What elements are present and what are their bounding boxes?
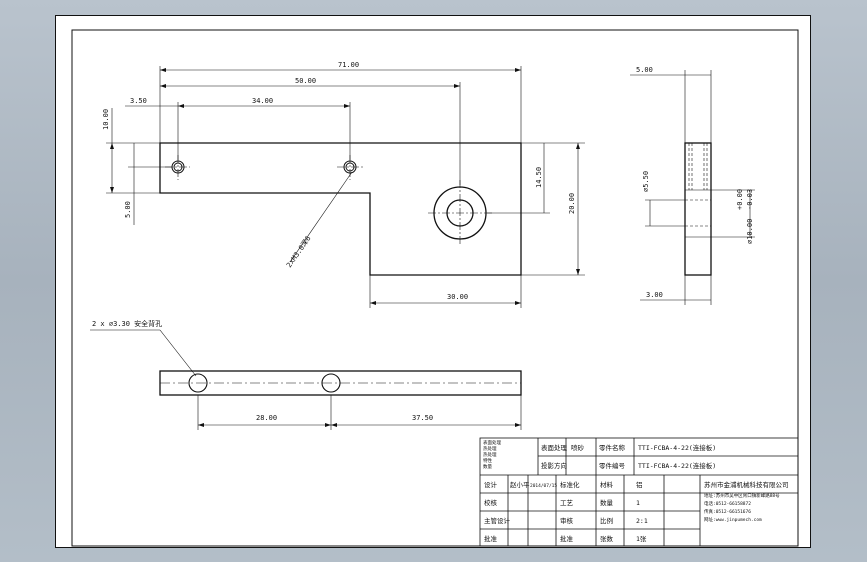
svg-text:喷砂: 喷砂	[571, 443, 585, 452]
svg-text:张数: 张数	[600, 534, 614, 543]
svg-text:设计: 设计	[484, 480, 498, 489]
svg-text:2014/07/15: 2014/07/15	[530, 483, 557, 489]
svg-text:热处理: 热处理	[483, 451, 497, 458]
svg-text:铝: 铝	[636, 480, 643, 489]
dim-overall-length: 71.00	[338, 61, 359, 69]
dim-tol-plus: +0.00	[736, 189, 744, 210]
dim-28: 28.00	[256, 414, 277, 422]
svg-text:投影方向: 投影方向	[541, 461, 567, 470]
dim-tol-minus: -0.03	[746, 189, 754, 210]
dim-side-3: 3.00	[646, 291, 663, 299]
svg-text:审核: 审核	[560, 516, 574, 525]
bottom-hole-left	[188, 373, 208, 393]
svg-text:数量: 数量	[600, 498, 614, 507]
svg-text:地址:苏州市吴中区胥口镇新峰路88号: 地址:苏州市吴中区胥口镇新峰路88号	[704, 492, 780, 499]
svg-text:苏州市金浦机械科技有限公司: 苏州市金浦机械科技有限公司	[704, 480, 789, 489]
svg-text:传真:0512-66151676: 传真:0512-66151676	[704, 508, 751, 515]
svg-text:热处理: 热处理	[483, 445, 497, 452]
svg-text:工艺: 工艺	[560, 499, 574, 507]
side-view-outline	[684, 142, 712, 276]
thread-note: 2xM3.0深6	[284, 234, 312, 269]
svg-text:主管设计: 主管设计	[484, 516, 511, 525]
front-view-outline	[159, 142, 522, 276]
svg-text:表面处理: 表面处理	[541, 443, 568, 452]
svg-text:电话:0512-66158872: 电话:0512-66158872	[704, 500, 751, 507]
dim-34: 34.00	[252, 97, 273, 105]
svg-text:数量: 数量	[483, 463, 492, 470]
inner-border	[71, 29, 799, 547]
dim-counterbore: ∅10.00	[746, 219, 754, 244]
dim-5: 5.00	[124, 201, 132, 218]
svg-text:特性: 特性	[483, 457, 492, 464]
dim-10: 10.00	[102, 109, 110, 130]
svg-text:表面处理: 表面处理	[483, 439, 501, 446]
svg-text:TTI-FCBA-4-22(连接板): TTI-FCBA-4-22(连接板)	[638, 443, 716, 452]
svg-text:批准: 批准	[560, 534, 574, 543]
dim-bore-small: ∅5.50	[642, 171, 650, 192]
dim-20: 20.00	[568, 193, 576, 214]
svg-text:零件名称: 零件名称	[599, 443, 626, 452]
svg-text:批准: 批准	[484, 534, 498, 543]
svg-text:零件编号: 零件编号	[599, 461, 626, 470]
dim-14-5: 14.50	[535, 167, 543, 188]
svg-text:1: 1	[636, 499, 640, 507]
svg-text:比例: 比例	[600, 516, 613, 525]
svg-text:2:1: 2:1	[636, 517, 648, 525]
svg-text:标准化: 标准化	[560, 480, 580, 489]
svg-text:TTI-FCBA-4-22(连接板): TTI-FCBA-4-22(连接板)	[638, 461, 716, 470]
svg-text:赵小平: 赵小平	[510, 480, 530, 489]
dim-37-5: 37.50	[412, 414, 433, 422]
dim-50: 50.00	[295, 77, 316, 85]
dim-3-5: 3.50	[130, 97, 147, 105]
svg-text:校核: 校核	[484, 498, 498, 507]
dim-side-5: 5.00	[636, 66, 653, 74]
hole-callout: 2 x ∅3.30 安全背孔	[92, 319, 162, 328]
svg-text:网址:www.jinpumech.com: 网址:www.jinpumech.com	[704, 516, 762, 523]
svg-text:1张: 1张	[636, 534, 647, 543]
svg-text:材料: 材料	[600, 480, 614, 489]
title-block	[479, 437, 799, 547]
dim-30: 30.00	[447, 293, 468, 301]
